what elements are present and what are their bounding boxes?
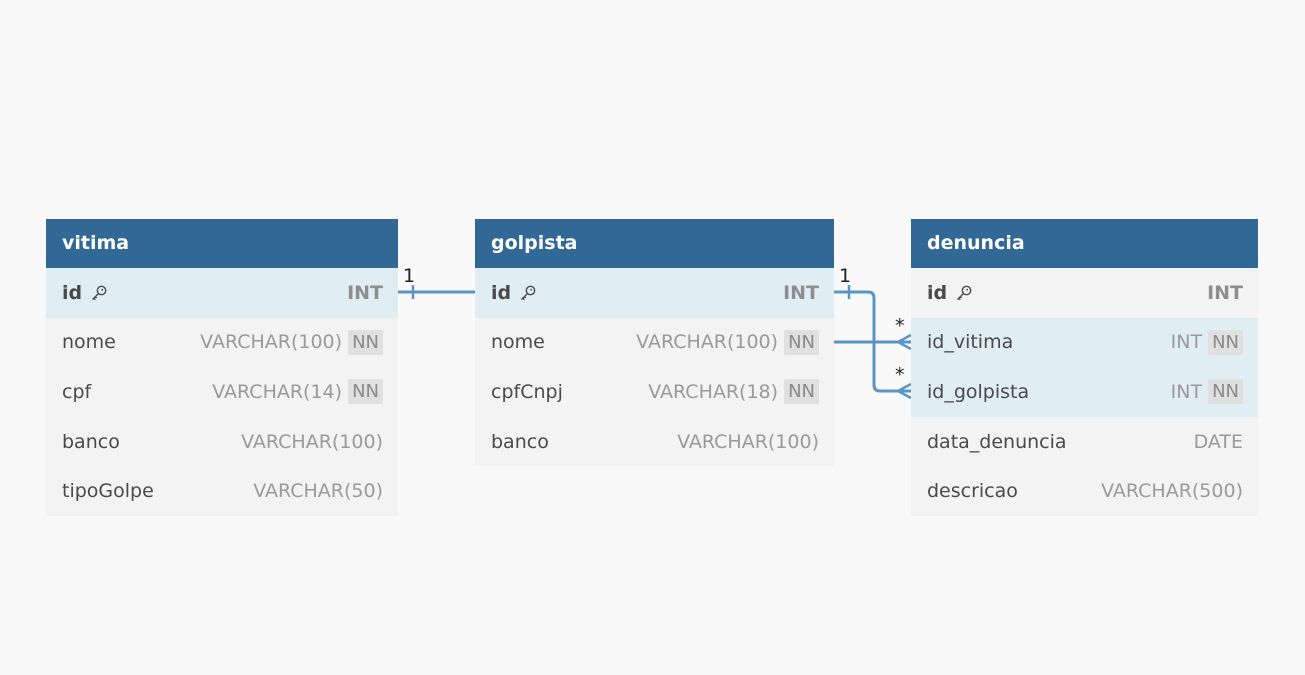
field-type: INT — [1207, 281, 1243, 304]
table-header-denuncia[interactable]: denuncia — [911, 219, 1258, 268]
field-type: VARCHAR(18) — [648, 380, 779, 403]
key-icon — [957, 285, 972, 300]
field-name: id — [62, 282, 347, 304]
table-row[interactable]: cpfCnpj VARCHAR(18) NN — [475, 367, 834, 417]
field-type: INT — [1170, 331, 1203, 354]
field-name: cpfCnpj — [491, 380, 563, 403]
many-marker-golpista — [897, 382, 912, 400]
not-null-badge: NN — [1208, 329, 1243, 355]
table-row[interactable]: banco VARCHAR(100) — [46, 417, 398, 467]
field-name: id — [491, 282, 783, 304]
field-type: VARCHAR(14) — [212, 380, 343, 403]
table-header-vitima[interactable]: vitima — [46, 219, 398, 268]
field-name: id — [927, 282, 1207, 304]
not-null-badge: NN — [348, 379, 383, 405]
field-type: VARCHAR(100) — [200, 331, 343, 354]
table-denuncia[interactable]: denuncia id INT id_vitima INT NN id_golp… — [911, 219, 1258, 516]
not-null-badge: NN — [1208, 379, 1243, 405]
field-name: tipoGolpe — [62, 480, 154, 503]
field-name: banco — [491, 430, 549, 453]
field-name-text: id — [62, 281, 83, 304]
table-row[interactable]: descricao VARCHAR(500) — [911, 466, 1258, 516]
field-name: nome — [62, 331, 116, 354]
table-row[interactable]: id INT — [911, 268, 1258, 318]
table-row[interactable]: nome VARCHAR(100) NN — [46, 318, 398, 368]
field-type: INT — [1170, 380, 1203, 403]
field-name: descricao — [927, 480, 1018, 503]
field-type: VARCHAR(500) — [1101, 480, 1243, 503]
table-row[interactable]: id INT — [46, 268, 398, 318]
table-row[interactable]: nome VARCHAR(100) NN — [475, 318, 834, 368]
table-row[interactable]: tipoGolpe VARCHAR(50) — [46, 466, 398, 516]
key-icon — [92, 285, 107, 300]
field-name: id_golpista — [927, 380, 1030, 403]
table-row[interactable]: id_golpista INT NN — [911, 367, 1258, 417]
field-type: VARCHAR(100) — [241, 430, 383, 453]
field-name: cpf — [62, 380, 92, 403]
many-marker-vitima — [897, 333, 912, 351]
field-name: data_denuncia — [927, 430, 1067, 453]
key-icon — [521, 285, 536, 300]
cardinality-many-vitima: * — [895, 315, 905, 337]
field-type: VARCHAR(100) — [677, 430, 819, 453]
field-type: DATE — [1193, 430, 1243, 453]
cardinality-many-golpista: * — [895, 364, 905, 386]
field-name: banco — [62, 430, 120, 453]
field-name: id_vitima — [927, 331, 1014, 354]
table-vitima[interactable]: vitima id INT nome VARCHAR(100) NN cpf V… — [46, 219, 398, 516]
not-null-badge: NN — [348, 329, 383, 355]
table-row[interactable]: id INT — [475, 268, 834, 318]
table-row[interactable]: id_vitima INT NN — [911, 317, 1258, 368]
table-golpista[interactable]: golpista id INT nome VARCHAR(100) NN cpf… — [475, 219, 834, 467]
table-header-golpista[interactable]: golpista — [475, 219, 834, 268]
cardinality-one-golpista: 1 — [839, 265, 852, 287]
field-name-text: id — [491, 281, 512, 304]
field-name-text: id — [927, 281, 948, 304]
field-type: VARCHAR(100) — [636, 331, 779, 354]
field-name: nome — [491, 331, 545, 354]
table-row[interactable]: banco VARCHAR(100) — [475, 417, 834, 467]
not-null-badge: NN — [784, 329, 819, 355]
cardinality-one-vitima: 1 — [403, 265, 416, 287]
field-type: VARCHAR(50) — [253, 480, 383, 503]
field-type: INT — [347, 281, 383, 304]
not-null-badge: NN — [784, 379, 819, 405]
table-row[interactable]: cpf VARCHAR(14) NN — [46, 367, 398, 417]
connector-golpista-denuncia[interactable] — [834, 290, 911, 393]
field-type: INT — [783, 281, 819, 304]
table-row[interactable]: data_denuncia DATE — [911, 417, 1258, 467]
